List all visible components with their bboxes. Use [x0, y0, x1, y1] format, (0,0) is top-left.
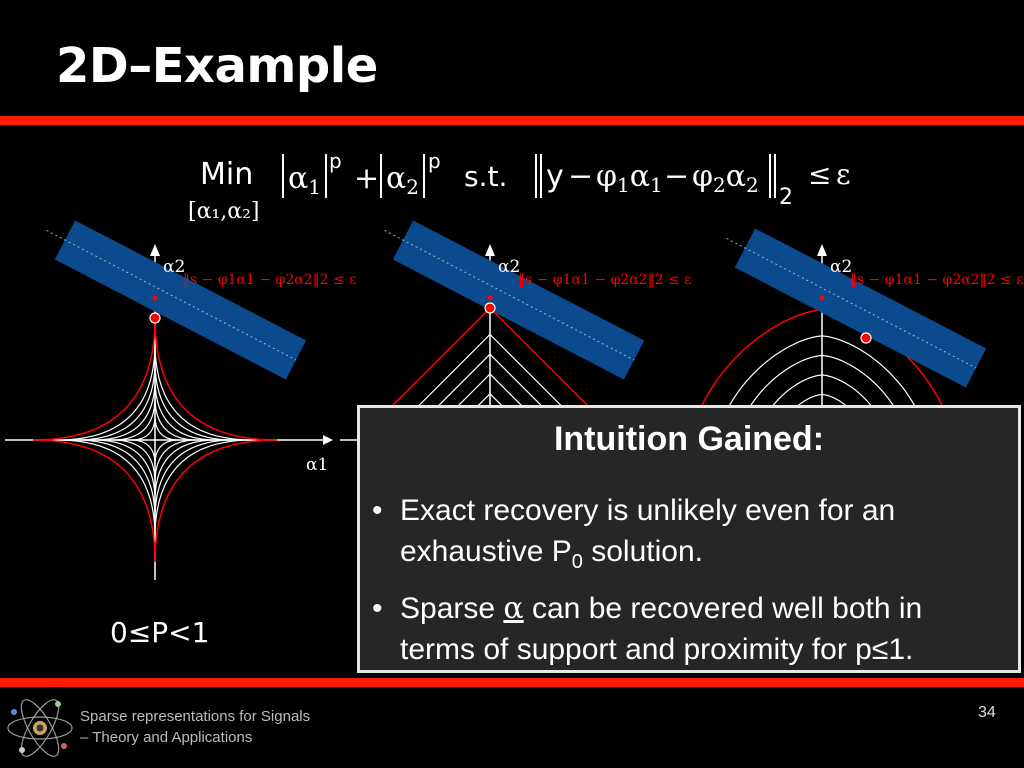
bullet-1-subscript: 0: [571, 551, 583, 573]
bullet-1-text: Exact recovery is unlikely even for an e…: [400, 494, 896, 568]
page-number: 34: [978, 704, 996, 721]
middle-constraint-label: ‖s − φ1α1 − φ2α2‖2 ≤ ε: [518, 272, 691, 288]
left-alpha1-label: α1: [306, 455, 328, 475]
left-plot-caption: 0≤P<1: [110, 616, 210, 649]
left-alpha2-label: α2: [163, 257, 185, 277]
intuition-title: Intuition Gained:: [553, 420, 825, 458]
intuition-box: Intuition Gained: • Exact recovery is un…: [357, 405, 1021, 673]
intuition-bullet-1: • Exact recovery is unlikely even for an…: [372, 490, 998, 583]
left-alpha2-arrow-icon: [150, 244, 160, 256]
right-constraint-label: ‖s − φ1α1 − φ2α2‖2 ≤ ε: [850, 272, 1023, 288]
left-touching-curve: [33, 318, 277, 562]
formula-p1: p: [329, 149, 342, 173]
formula-minus1: −: [568, 159, 593, 194]
formula-svg: Min [α₁,α₂] α1 p + α2 p s.t. y − φ1α1 − …: [188, 149, 851, 224]
footer-text: Sparse representations for Signals – The…: [80, 706, 310, 748]
formula-phi2-alpha2: φ2α2: [692, 159, 759, 197]
right-alpha2-arrow-icon: [817, 244, 827, 256]
left-level-curve: [94, 379, 216, 501]
left-alpha1-arrow-icon: [323, 435, 333, 445]
left-solution-point: [149, 312, 161, 324]
bullet-1-end: solution.: [582, 535, 703, 568]
middle-alpha2-label: α2: [498, 257, 520, 277]
bullet-dot-icon: •: [372, 592, 383, 625]
middle-solution-point: [484, 302, 496, 314]
footer-line-2: – Theory and Applications: [80, 729, 253, 746]
bullet-2-post: can be recovered well both in terms of s…: [400, 592, 923, 666]
right-constraint-band-centerline: [726, 237, 977, 369]
middle-constraint-band-centerline: [384, 229, 635, 361]
left-true-point: [152, 295, 158, 301]
right-alpha2-label: α2: [830, 257, 852, 277]
bullet-2-alpha: α: [503, 591, 524, 626]
optimization-formula: Min [α₁,α₂] α1 p + α2 p s.t. y − φ1α1 − …: [186, 142, 886, 232]
atom-logo-icon: [4, 690, 80, 766]
plots-svg: α2‖s − φ1α1 − φ2α2‖2 ≤ εα2‖s − φ1α1 − φ2…: [5, 220, 1023, 580]
top-red-rule: [0, 116, 1024, 125]
formula-st: s.t.: [464, 160, 507, 193]
formula-plus: +: [354, 161, 379, 196]
middle-true-point: [487, 295, 493, 301]
left-constraint-label: ‖s − φ1α1 − φ2α2‖2 ≤ ε: [183, 272, 356, 288]
footer-line-1: Sparse representations for Signals: [80, 708, 311, 725]
left-level-curve: [112, 397, 198, 483]
right-solution-point: [860, 332, 872, 344]
formula-vars: [α₁,α₂]: [188, 199, 260, 224]
formula-minus2: −: [664, 159, 689, 194]
formula-min: Min: [200, 157, 253, 192]
bullet-2-pre: Sparse: [400, 592, 504, 625]
formula-eps: ε: [836, 158, 851, 191]
slide-title: 2D–Example: [56, 38, 378, 94]
right-true-point: [819, 295, 825, 301]
formula-p2: p: [428, 149, 441, 173]
formula-alpha1: α1: [288, 161, 321, 199]
left-level-curve: [57, 342, 253, 538]
formula-norm2: 2: [779, 185, 793, 210]
formula-phi1-alpha1: φ1α1: [596, 159, 663, 197]
bullet-dot-icon: •: [372, 494, 383, 527]
bottom-red-rule: [0, 678, 1024, 687]
formula-leq: ≤: [808, 158, 831, 191]
left-level-curve: [130, 415, 180, 465]
middle-alpha2-arrow-icon: [485, 244, 495, 256]
formula-y: y: [546, 159, 564, 194]
left-constraint-band-centerline: [46, 229, 297, 361]
left-level-curve: [75, 360, 235, 520]
intuition-bullet-2: • Sparse α can be recovered well both in…: [372, 588, 998, 670]
formula-alpha2: α2: [386, 161, 419, 199]
